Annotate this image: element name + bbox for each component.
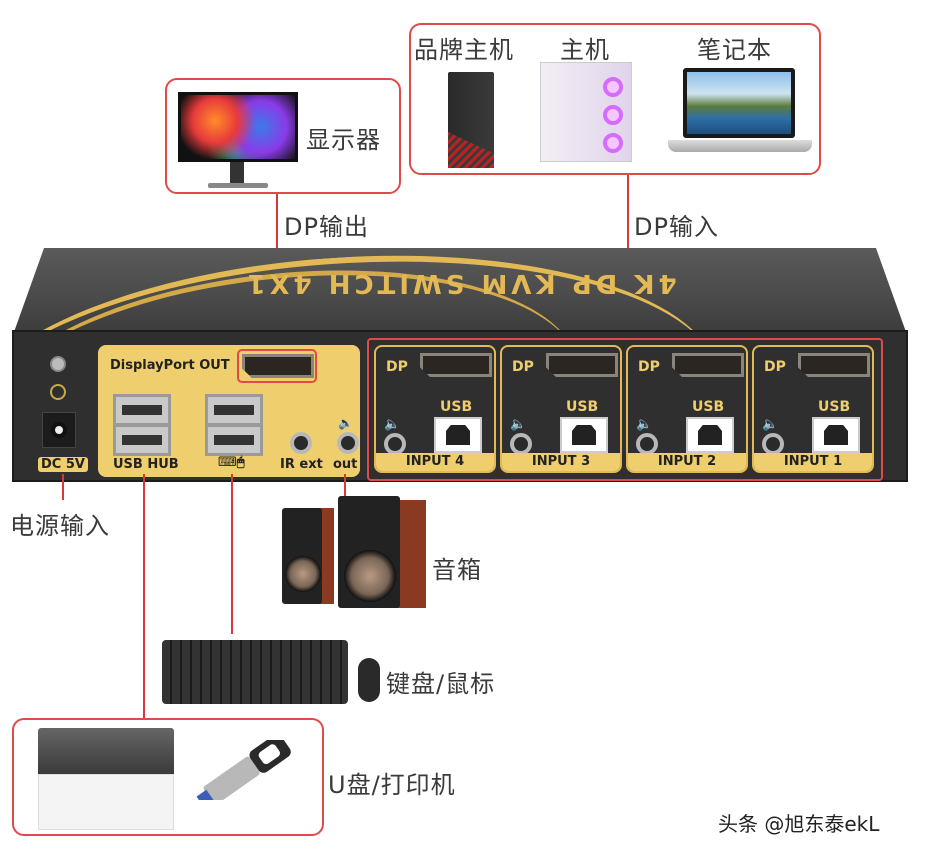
input-2-block: DP USB 🔈 INPUT 2 [626, 345, 748, 473]
input-label: INPUT 3 [502, 453, 620, 471]
speaker-icon: 🔈 [338, 416, 353, 430]
dp-label: DP [638, 359, 660, 375]
ir-ext-label: IR ext [280, 457, 323, 472]
laptop-image [683, 68, 795, 138]
displayport-out-label: DisplayPort OUT [110, 358, 230, 373]
monitor-label: 显示器 [306, 126, 381, 154]
pc-image [540, 62, 632, 162]
speaker-left-side [318, 508, 334, 604]
audio-in-jack[interactable] [384, 433, 406, 455]
speakers-label: 音箱 [432, 556, 482, 584]
monitor-base [208, 183, 268, 188]
keyboard-mouse-icon: ⌨🖱 [218, 455, 245, 470]
dp-label: DP [386, 359, 408, 375]
audio-out-jack[interactable] [337, 432, 359, 454]
input-label: INPUT 4 [376, 453, 494, 471]
input-4-block: DP USB 🔈 INPUT 4 [374, 345, 496, 473]
brand-pc-image [448, 72, 494, 168]
usb-drive-image [196, 740, 291, 800]
keyboard-mouse-label: 键盘/鼠标 [386, 670, 496, 698]
usb-b-port[interactable] [434, 417, 482, 453]
monitor-stand [230, 162, 244, 184]
usb-label: USB [566, 399, 599, 415]
computers-callout-box [409, 23, 821, 175]
dc-jack[interactable] [42, 412, 76, 448]
power-line [62, 474, 64, 500]
usb-hub-line [143, 474, 145, 720]
speaker-right-side [396, 500, 426, 608]
pc-label: 主机 [560, 36, 610, 64]
screw-icon [50, 356, 66, 372]
dc-label: DC 5V [38, 457, 88, 472]
monitor-callout-box [165, 78, 401, 194]
dp-input-label: DP输入 [634, 213, 719, 241]
kbd-mouse-line [231, 474, 233, 634]
audio-out-line [344, 474, 346, 496]
usb-b-port[interactable] [686, 417, 734, 453]
dp-out-port[interactable] [242, 354, 314, 378]
usb-printer-label: U盘/打印机 [328, 771, 456, 799]
monitor-image [178, 92, 298, 162]
dp-label: DP [512, 359, 534, 375]
inputs-highlight [367, 338, 883, 481]
usb-b-port[interactable] [560, 417, 608, 453]
speaker-right-woofer [344, 550, 396, 602]
usb-label: USB [692, 399, 725, 415]
device-title: 4K DP KVM SWITCH 4X1 [243, 268, 677, 298]
usb-b-port[interactable] [812, 417, 860, 453]
printer-image [38, 728, 174, 830]
input-label: INPUT 1 [754, 453, 872, 471]
mouse-image [358, 658, 380, 702]
input-label: INPUT 2 [628, 453, 746, 471]
kbd-mouse-port-1[interactable] [205, 394, 263, 426]
audio-in-jack[interactable] [762, 433, 784, 455]
input-3-block: DP USB 🔈 INPUT 3 [500, 345, 622, 473]
brand-pc-label: 品牌主机 [414, 36, 514, 64]
dp-out-highlight [237, 349, 317, 383]
laptop-base [668, 140, 812, 152]
fan-icon [603, 133, 623, 153]
laptop-label: 笔记本 [697, 36, 772, 64]
ground-icon [50, 384, 66, 400]
usb-printer-callout-box [12, 718, 324, 836]
keyboard-image [162, 640, 348, 704]
dp-in-port[interactable] [672, 353, 744, 377]
speaker-icon: 🔈 [510, 417, 527, 432]
fan-icon [603, 105, 623, 125]
speaker-icon: 🔈 [762, 417, 779, 432]
dp-output-label: DP输出 [284, 213, 369, 241]
power-input-label: 电源输入 [10, 512, 110, 540]
dp-in-port[interactable] [420, 353, 492, 377]
input-1-block: DP USB 🔈 INPUT 1 [752, 345, 874, 473]
usb-hub-port-2[interactable] [113, 424, 171, 456]
watermark: 头条 @旭东泰ekL [718, 812, 880, 836]
dp-in-port[interactable] [798, 353, 870, 377]
usb-label: USB [440, 399, 473, 415]
dp-label: DP [764, 359, 786, 375]
dp-in-port[interactable] [546, 353, 618, 377]
ir-ext-jack[interactable] [290, 432, 312, 454]
audio-in-jack[interactable] [636, 433, 658, 455]
speaker-icon: 🔈 [384, 417, 401, 432]
speaker-icon: 🔈 [636, 417, 653, 432]
audio-out-label: out [333, 457, 358, 472]
kbd-mouse-port-2[interactable] [205, 424, 263, 456]
audio-in-jack[interactable] [510, 433, 532, 455]
usb-hub-port-1[interactable] [113, 394, 171, 426]
usb-label: USB [818, 399, 851, 415]
speaker-left-woofer [285, 556, 321, 592]
fan-icon [603, 77, 623, 97]
usb-hub-label: USB HUB [113, 457, 179, 472]
